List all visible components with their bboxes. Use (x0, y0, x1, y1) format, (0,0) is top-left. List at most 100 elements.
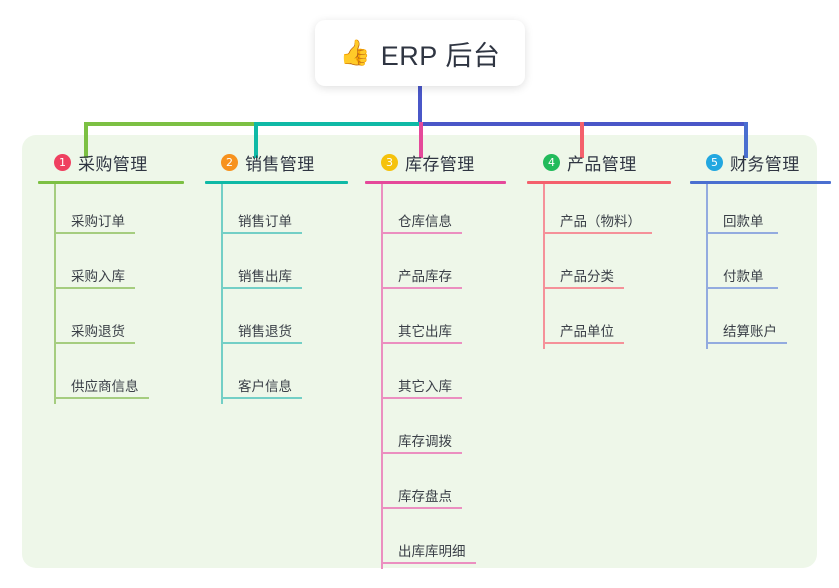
leaf-node-label: 仓库信息 (398, 214, 452, 229)
branch-spine-line (221, 184, 223, 404)
branch-header-1[interactable]: 1 采购管理 (38, 148, 188, 176)
connector-drop-4 (580, 122, 584, 158)
branch-title: 产品管理 (567, 154, 637, 174)
branch-children-list: 销售订单 销售出库 销售退货 客户信息 (205, 184, 352, 412)
branch-header-4[interactable]: 4 产品管理 (527, 148, 675, 176)
leaf-node[interactable]: 产品单位 (527, 294, 675, 349)
leaf-underline (381, 562, 476, 564)
leaf-underline (706, 287, 778, 289)
leaf-underline (706, 342, 788, 344)
connector-drop-5 (744, 122, 748, 158)
leaf-node-label: 采购退货 (71, 324, 125, 339)
leaf-underline (381, 507, 463, 509)
leaf-node[interactable]: 产品分类 (527, 239, 675, 294)
leaf-underline (54, 342, 136, 344)
leaf-node[interactable]: 结算账户 (690, 294, 835, 349)
branch-title: 采购管理 (78, 154, 148, 174)
leaf-underline (543, 232, 652, 234)
branch-children-list: 回款单 付款单 结算账户 (690, 184, 835, 357)
branch-index-badge: 1 (54, 153, 71, 171)
connector-drop-2 (254, 122, 258, 158)
leaf-node[interactable]: 采购入库 (38, 239, 188, 294)
branch-children-list: 产品（物料） 产品分类 产品单位 (527, 184, 675, 357)
leaf-node[interactable]: 其它出库 (365, 294, 510, 349)
leaf-node[interactable]: 库存调拨 (365, 404, 510, 459)
connector-bar-segment-2 (255, 122, 422, 126)
leaf-node-label: 产品分类 (560, 269, 614, 284)
branch-spine-line (706, 184, 708, 349)
leaf-underline (381, 232, 463, 234)
branch-title: 财务管理 (730, 154, 800, 174)
leaf-node-label: 产品库存 (398, 269, 452, 284)
branch-index-badge: 4 (543, 153, 560, 171)
leaf-node[interactable]: 供应商信息 (38, 349, 188, 404)
leaf-node[interactable]: 销售出库 (205, 239, 352, 294)
leaf-node-label: 库存盘点 (398, 489, 452, 504)
leaf-node[interactable]: 销售退货 (205, 294, 352, 349)
root-node-title: ERP 后台 (380, 40, 501, 71)
leaf-node-label: 销售订单 (238, 214, 292, 229)
connector-drop-3 (419, 122, 423, 158)
leaf-node-label: 销售出库 (238, 269, 292, 284)
leaf-underline (381, 397, 463, 399)
branch-header-5[interactable]: 5 财务管理 (690, 148, 835, 176)
branch-column-4: 4 产品管理 产品（物料） 产品分类 产品单位 (527, 148, 675, 357)
leaf-node[interactable]: 付款单 (690, 239, 835, 294)
leaf-underline (381, 452, 463, 454)
connector-drop-1 (84, 122, 88, 158)
leaf-node[interactable]: 出库库明细 (365, 514, 510, 569)
leaf-underline (54, 287, 136, 289)
branch-children-list: 仓库信息 产品库存 其它出库 其它入库 库存调拨 库存盘点 出库库明细 (365, 184, 510, 577)
branch-underline (527, 181, 671, 184)
leaf-node-label: 出库库明细 (398, 544, 466, 559)
leaf-underline (221, 397, 303, 399)
leaf-node-label: 采购订单 (71, 214, 125, 229)
branch-underline (205, 181, 348, 184)
branch-title: 库存管理 (405, 154, 475, 174)
branch-header-3[interactable]: 3 库存管理 (365, 148, 510, 176)
leaf-node-label: 库存调拨 (398, 434, 452, 449)
branch-spine-line (54, 184, 56, 404)
leaf-node-label: 结算账户 (723, 324, 777, 339)
connector-bar-segment-1 (85, 122, 257, 126)
branch-column-3: 3 库存管理 仓库信息 产品库存 其它出库 其它入库 库存调拨 库存盘点 出库库… (365, 148, 510, 577)
leaf-node[interactable]: 产品（物料） (527, 184, 675, 239)
leaf-node[interactable]: 其它入库 (365, 349, 510, 404)
leaf-underline (381, 342, 463, 344)
leaf-underline (54, 397, 149, 399)
leaf-node-label: 产品单位 (560, 324, 614, 339)
leaf-underline (221, 287, 303, 289)
branch-index-badge: 5 (706, 153, 723, 171)
leaf-node[interactable]: 产品库存 (365, 239, 510, 294)
leaf-node[interactable]: 销售订单 (205, 184, 352, 239)
leaf-node[interactable]: 仓库信息 (365, 184, 510, 239)
leaf-underline (543, 342, 625, 344)
branch-column-5: 5 财务管理 回款单 付款单 结算账户 (690, 148, 835, 357)
leaf-node[interactable]: 客户信息 (205, 349, 352, 404)
leaf-node[interactable]: 库存盘点 (365, 459, 510, 514)
branch-children-list: 采购订单 采购入库 采购退货 供应商信息 (38, 184, 188, 412)
leaf-node-label: 客户信息 (238, 379, 292, 394)
leaf-underline (706, 232, 778, 234)
branch-index-badge: 2 (221, 153, 238, 171)
branch-header-2[interactable]: 2 销售管理 (205, 148, 352, 176)
leaf-underline (543, 287, 625, 289)
leaf-node[interactable]: 采购订单 (38, 184, 188, 239)
root-node[interactable]: 👍 ERP 后台 (315, 20, 525, 86)
branch-underline (690, 181, 831, 184)
leaf-node-label: 其它出库 (398, 324, 452, 339)
branch-index-badge: 3 (381, 153, 398, 171)
leaf-node-label: 供应商信息 (71, 379, 139, 394)
leaf-underline (381, 287, 463, 289)
leaf-node-label: 回款单 (723, 214, 764, 229)
root-stem-line (418, 84, 422, 126)
leaf-node-label: 付款单 (723, 269, 764, 284)
leaf-underline (54, 232, 136, 234)
branch-spine-line (381, 184, 383, 569)
leaf-node[interactable]: 采购退货 (38, 294, 188, 349)
leaf-underline (221, 232, 303, 234)
leaf-node[interactable]: 回款单 (690, 184, 835, 239)
leaf-node-label: 销售退货 (238, 324, 292, 339)
branch-spine-line (543, 184, 545, 349)
